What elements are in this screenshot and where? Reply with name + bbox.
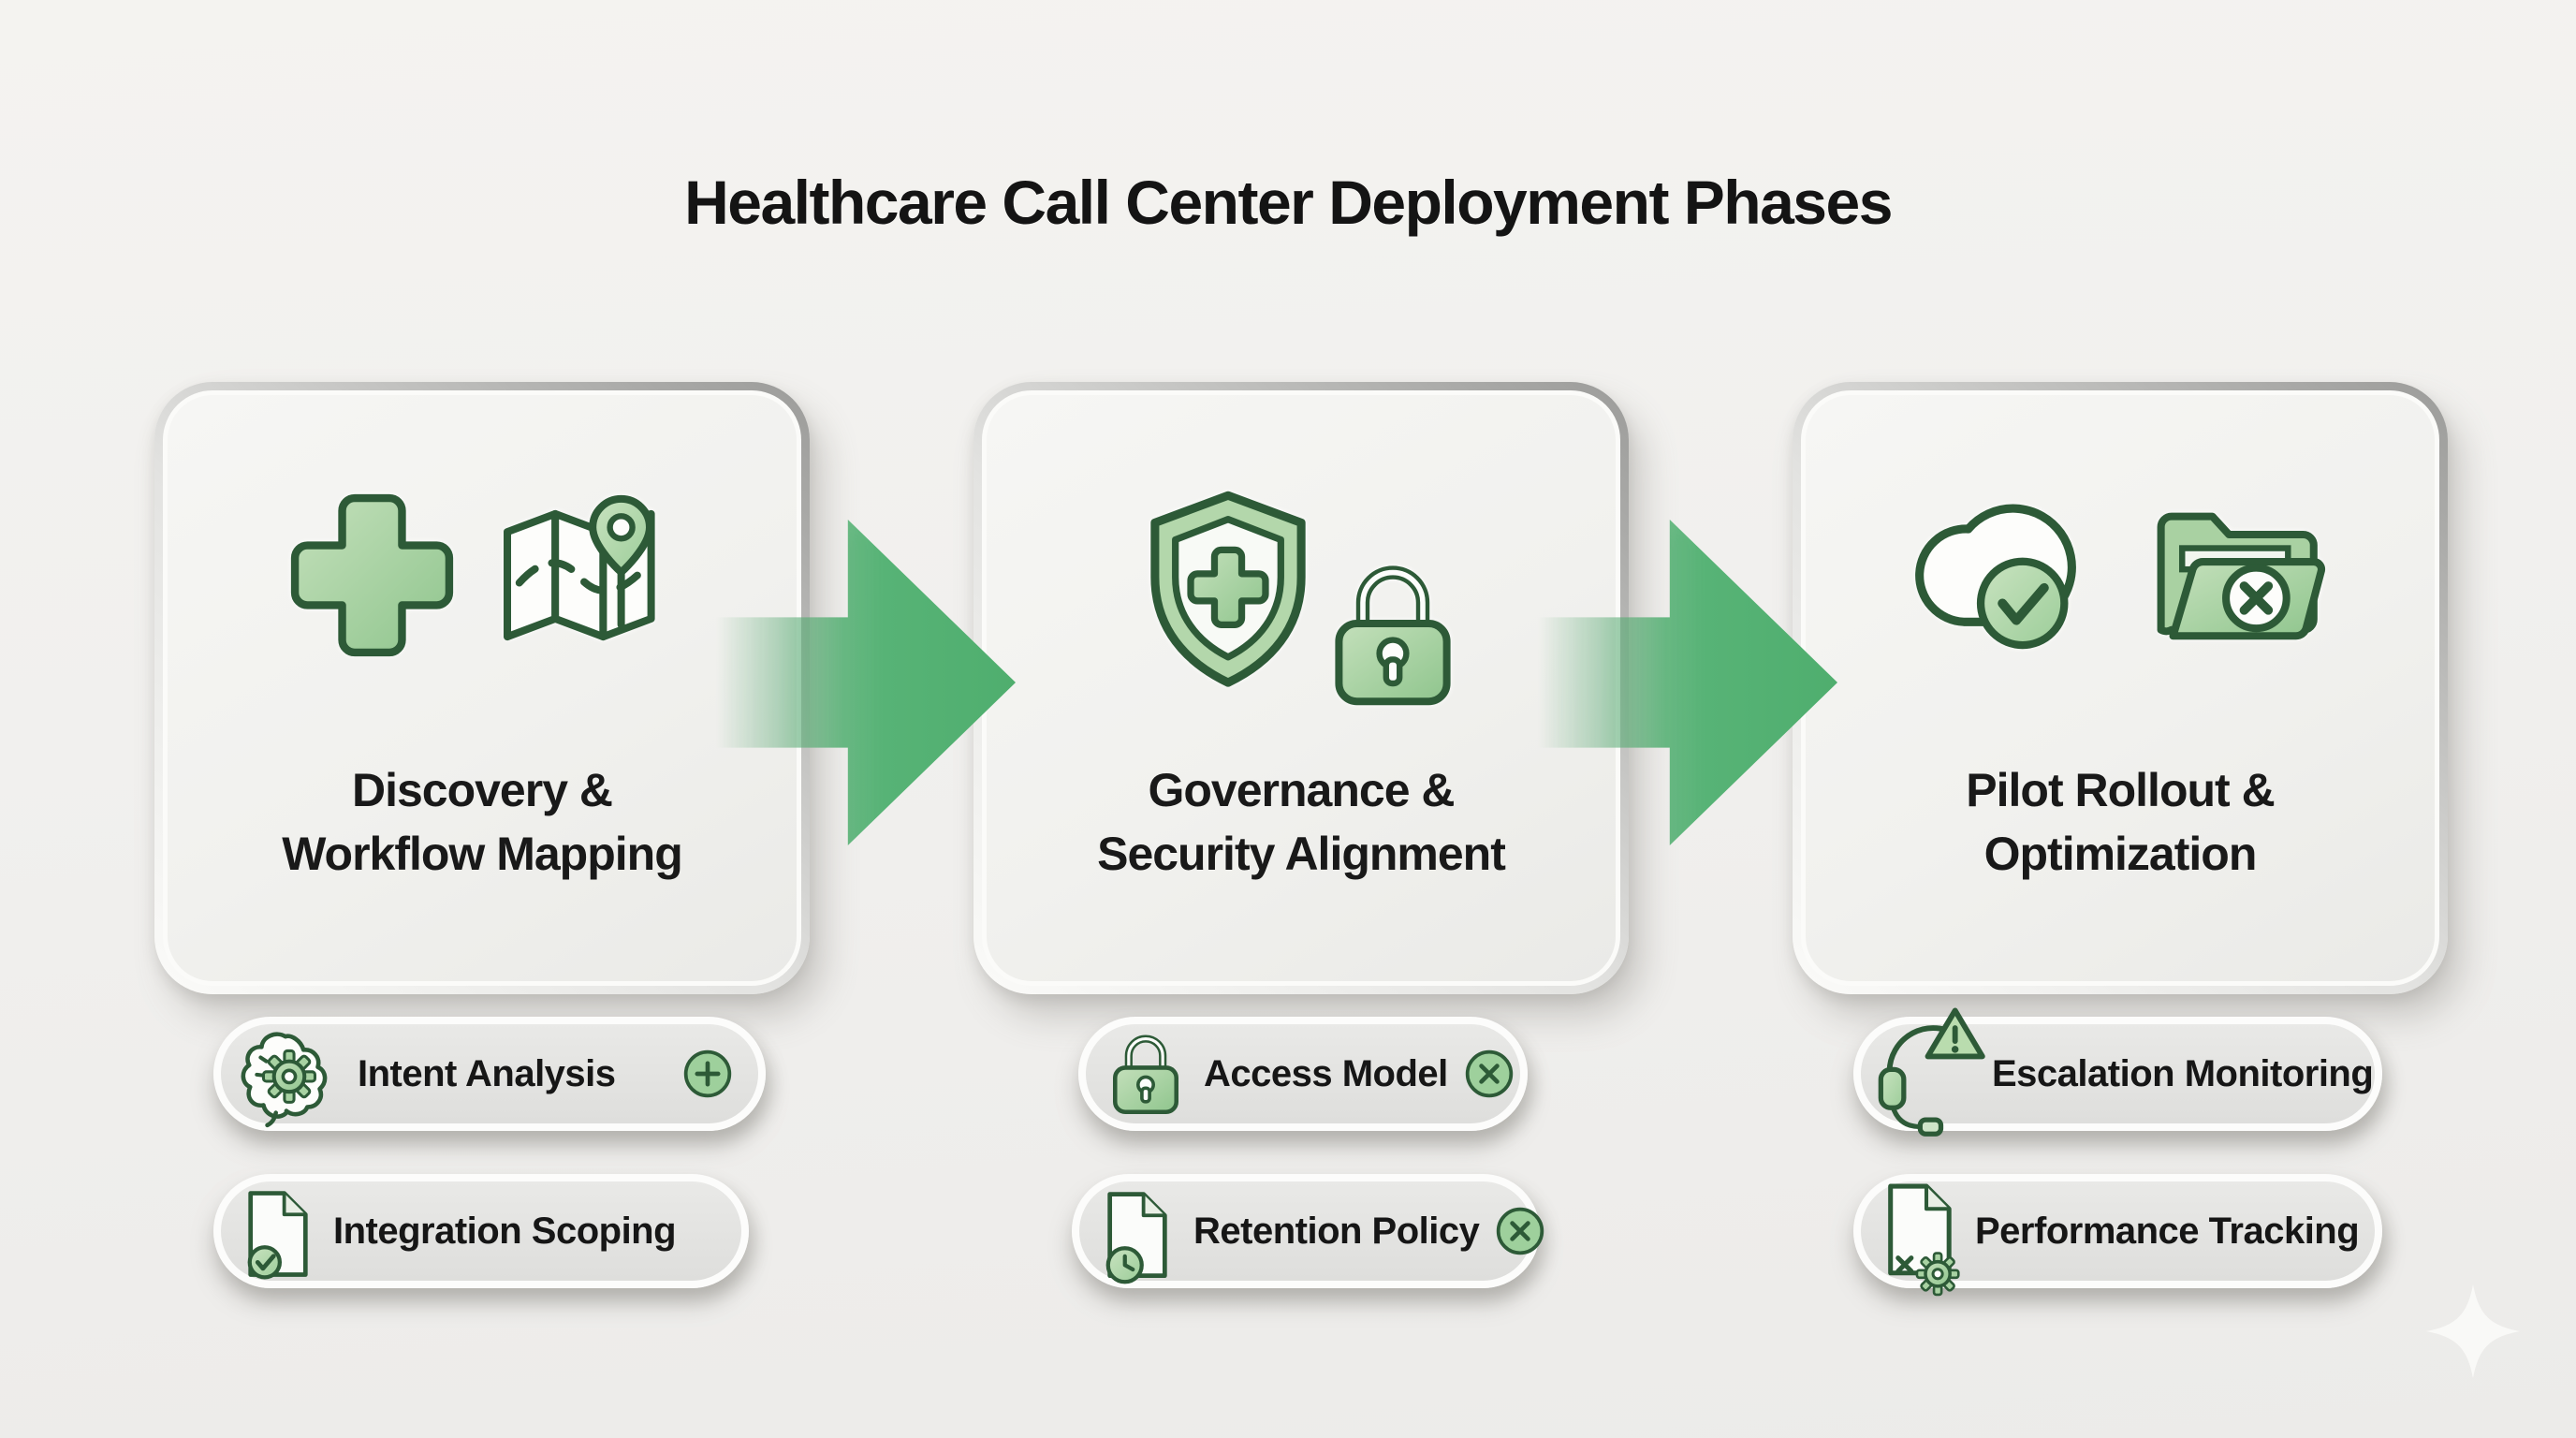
- brain-gear-icon: [241, 1032, 328, 1128]
- document-check-icon: [247, 1191, 308, 1280]
- folder-x-icon: [2157, 512, 2325, 640]
- sparkle-icon: [2426, 1284, 2520, 1378]
- phase-title: Governance & Security Alignment: [1097, 758, 1506, 886]
- map-route-icon: [503, 494, 655, 641]
- document-gear-icon: [1888, 1183, 1960, 1297]
- tag-performance-tracking: Performance Tracking: [1853, 1174, 2382, 1297]
- phase-title-line: Workflow Mapping: [282, 828, 682, 880]
- padlock-icon: [1335, 565, 1451, 706]
- phase-card-discovery: Discovery & Workflow Mapping: [154, 382, 810, 994]
- phase-title: Discovery & Workflow Mapping: [282, 758, 682, 886]
- tag-label: Performance Tracking: [1975, 1210, 2360, 1252]
- tag-retention-policy: Retention Policy: [1072, 1174, 1544, 1288]
- tag-label: Integration Scoping: [333, 1210, 677, 1252]
- medical-cross-icon: [290, 493, 453, 657]
- padlock-small-icon: [1113, 1034, 1178, 1114]
- phase-title-line: Pilot Rollout &: [1966, 764, 2275, 816]
- phase-card-governance: Governance & Security Alignment: [973, 382, 1629, 994]
- phase-card-pilot: Pilot Rollout & Optimization: [1793, 382, 2448, 994]
- shield-cross-icon: [1150, 491, 1306, 687]
- phase-card-inner: Discovery & Workflow Mapping: [163, 390, 801, 986]
- x-badge-icon: [1497, 1207, 1544, 1255]
- phase-icon-row: [1134, 489, 1468, 706]
- tag-integration-scoping: Integration Scoping: [213, 1174, 749, 1288]
- phase-icon-row: [285, 489, 680, 704]
- x-badge-icon: [1465, 1049, 1513, 1098]
- phase-title-line: Governance &: [1148, 764, 1455, 816]
- tag-intent-analysis: Intent Analysis: [213, 1017, 766, 1131]
- cloud-check-icon: [1914, 504, 2076, 650]
- phase-title-line: Discovery &: [351, 764, 613, 816]
- phase-icon-row: [1905, 489, 2336, 704]
- phase-card-inner: Governance & Security Alignment: [982, 390, 1620, 986]
- tag-label: Access Model: [1204, 1052, 1448, 1094]
- phase-card-inner: Pilot Rollout & Optimization: [1801, 390, 2439, 986]
- tag-label: Escalation Monitoring: [1992, 1052, 2374, 1094]
- document-clock-icon: [1105, 1192, 1167, 1284]
- tag-access-model: Access Model: [1078, 1017, 1528, 1131]
- tag-label: Intent Analysis: [358, 1052, 616, 1094]
- page-title: Healthcare Call Center Deployment Phases: [684, 168, 1893, 237]
- tag-label: Retention Policy: [1193, 1210, 1480, 1252]
- phase-title-line: Optimization: [1983, 828, 2258, 880]
- headset-alert-icon: [1878, 1007, 1985, 1137]
- plus-badge-icon: [683, 1049, 732, 1098]
- phase-title: Pilot Rollout & Optimization: [1966, 758, 2275, 886]
- phase-title-line: Security Alignment: [1097, 828, 1506, 880]
- tag-escalation-monitoring: Escalation Monitoring: [1853, 1007, 2382, 1137]
